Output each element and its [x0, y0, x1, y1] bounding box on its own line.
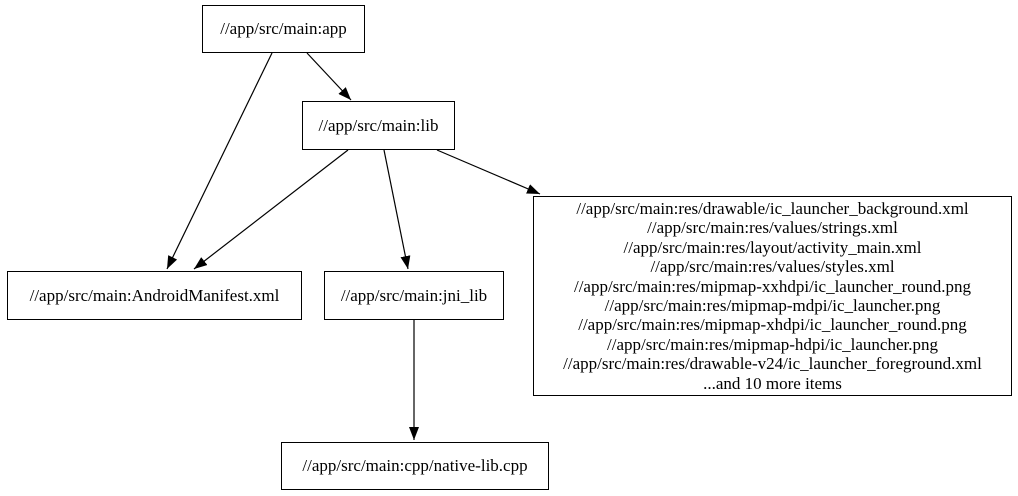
edge-app-to-lib: [306, 52, 352, 101]
edge-lib-to-jni-lib: [383, 149, 411, 270]
node-lib-label: //app/src/main:lib: [318, 115, 439, 135]
edge-lib-to-res: [436, 149, 541, 195]
res-item: //app/src/main:res/mipmap-hdpi/ic_launch…: [607, 334, 938, 354]
node-android-manifest-label: //app/src/main:AndroidManifest.xml: [29, 285, 280, 305]
res-item: //app/src/main:res/mipmap-mdpi/ic_launch…: [604, 296, 941, 315]
res-item: //app/src/main:res/values/strings.xml: [647, 218, 898, 238]
node-jni-lib: //app/src/main:jni_lib: [324, 271, 504, 320]
res-item: //app/src/main:res/mipmap-xxhdpi/ic_laun…: [573, 276, 972, 296]
res-item: //app/src/main:res/drawable-v24/ic_launc…: [563, 354, 982, 374]
res-more-items: ...and 10 more items: [703, 373, 842, 393]
node-lib: //app/src/main:lib: [302, 101, 455, 150]
node-app-label: //app/src/main:app: [220, 19, 347, 38]
node-app: //app/src/main:app: [202, 5, 365, 53]
res-item: //app/src/main:res/layout/activity_main.…: [623, 237, 922, 257]
edge-app-to-manifest: [166, 52, 273, 270]
node-android-manifest: //app/src/main:AndroidManifest.xml: [7, 271, 302, 320]
node-res-group: //app/src/main:res/drawable/ic_launcher_…: [533, 196, 1012, 396]
res-item: //app/src/main:res/mipmap-xhdpi/ic_launc…: [578, 315, 967, 335]
node-native-lib-cpp-label: //app/src/main:cpp/native-lib.cpp: [302, 456, 528, 475]
node-native-lib-cpp: //app/src/main:cpp/native-lib.cpp: [281, 442, 549, 490]
res-item: //app/src/main:res/drawable/ic_launcher_…: [576, 198, 969, 218]
res-item: //app/src/main:res/values/styles.xml: [650, 257, 895, 277]
edge-lib-to-manifest: [193, 149, 349, 270]
node-jni-lib-label: //app/src/main:jni_lib: [340, 285, 488, 305]
